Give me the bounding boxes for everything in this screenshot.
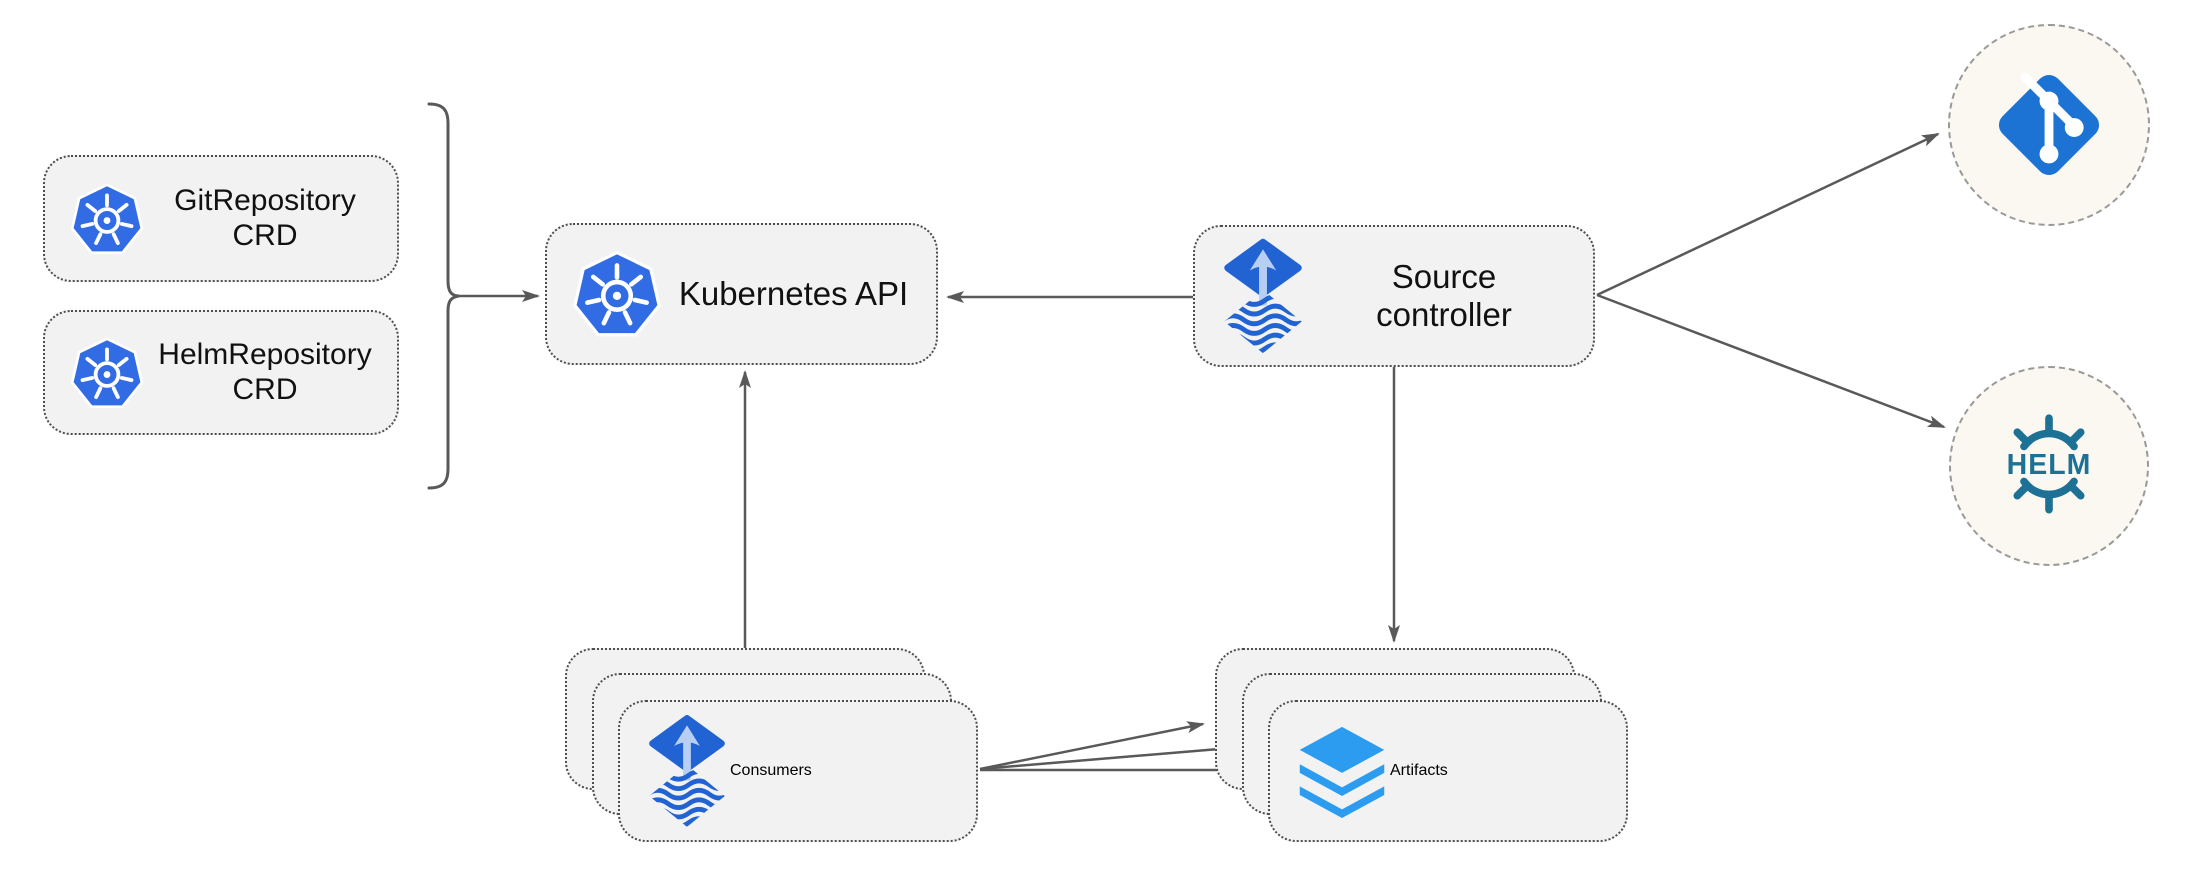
node-helmrepository-crd: HelmRepository CRD [43, 310, 399, 435]
crd-group-brace [427, 102, 460, 490]
flux-source-icon [1224, 238, 1302, 354]
helm-icon: HELM [2007, 414, 2092, 514]
node-label: Consumers [730, 762, 812, 779]
arrow-source-controller-to-helm [1596, 293, 1946, 429]
kubernetes-icon [70, 182, 144, 254]
node-artifacts: Artifacts [1268, 700, 1628, 842]
node-label: GitRepository CRD [145, 184, 385, 254]
node-source-controller: Source controller [1193, 225, 1595, 367]
node-helm-endpoint: HELM [1949, 366, 2149, 566]
node-label-line1: GitRepository [174, 183, 356, 217]
arrow-source-controller-to-git [1596, 132, 1940, 297]
kubernetes-icon [70, 336, 144, 408]
node-label-line2: controller [1376, 296, 1512, 333]
node-label: HelmRepository CRD [145, 338, 385, 408]
node-gitrepository-crd: GitRepository CRD [43, 155, 399, 282]
node-label-line1: HelmRepository [158, 337, 372, 371]
node-label: Kubernetes API [678, 274, 909, 312]
node-label: Source controller [1307, 258, 1581, 335]
node-label-line1: Source [1391, 257, 1497, 295]
arrow-consumers-to-artifacts-1 [979, 721, 1205, 771]
layers-icon [1299, 726, 1385, 819]
node-consumers: Consumers [618, 700, 978, 842]
arrow-consumers-to-artifacts-2 [979, 743, 1233, 771]
kubernetes-icon [573, 250, 661, 337]
git-icon [1998, 72, 2100, 176]
node-label-line2: CRD [232, 218, 298, 252]
node-kubernetes-api: Kubernetes API [545, 223, 938, 365]
helm-icon-text: HELM [2007, 449, 2092, 481]
node-label: Artifacts [1390, 762, 1448, 779]
node-git-endpoint [1948, 24, 2150, 226]
flux-source-icon [649, 715, 725, 827]
node-label-line2: CRD [232, 372, 298, 406]
